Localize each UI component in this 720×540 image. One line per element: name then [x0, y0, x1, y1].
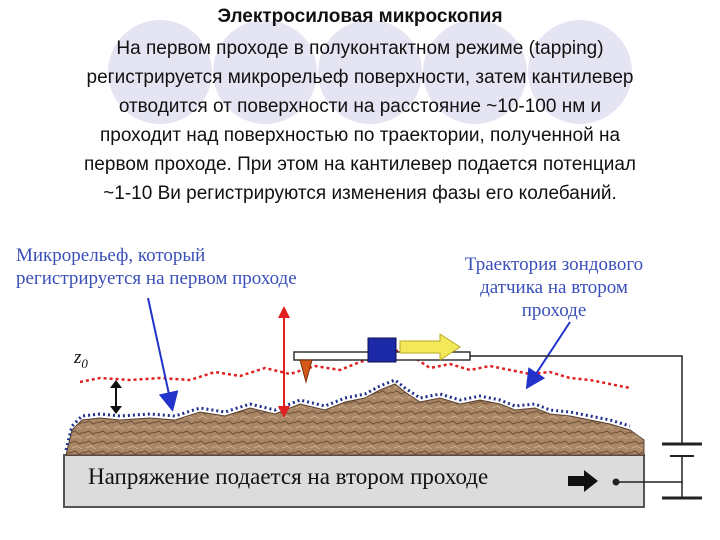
trajectory-pointer-arrow: [525, 321, 571, 390]
circuit-wire: [470, 355, 683, 444]
paragraph-line: первом проходе. При этом на кантилевер п…: [84, 154, 636, 175]
voltage-arrow: [568, 470, 598, 492]
paragraph-line: ~1-10 Ви регистрируются изменения фазы е…: [103, 183, 617, 204]
paragraph-line: регистрируется микрорельеф поверхности, …: [86, 67, 634, 88]
relief-label: Микрорельеф, который регистрируется на п…: [16, 245, 297, 289]
relief-pointer-arrow: [147, 297, 179, 412]
description-paragraph: На первом проходе в полуконтактном режим…: [8, 34, 712, 208]
first-pass-profile: [64, 378, 631, 451]
paragraph-line: отводится от поверхности на расстояние ~…: [118, 96, 602, 117]
voltage-label: Напряжение подается на втором проходе: [88, 464, 489, 489]
z0-label: z0: [74, 347, 88, 371]
probe-tip: [299, 359, 313, 384]
paragraph-line: проходит над поверхностью по траектории,…: [99, 125, 621, 146]
paragraph-line: На первом проходе в полуконтактном режим…: [116, 38, 604, 59]
sample-base: [63, 454, 645, 508]
decorative-circles: [108, 20, 632, 124]
surface-relief: [65, 383, 645, 456]
efm-diagram: [63, 297, 702, 508]
scan-direction-arrow: [399, 333, 461, 361]
slide-title: Электросиловая микроскопия: [217, 6, 503, 27]
probe-holder: [367, 337, 397, 363]
trajectory-label: Траектория зондового датчика на втором п…: [464, 254, 644, 321]
